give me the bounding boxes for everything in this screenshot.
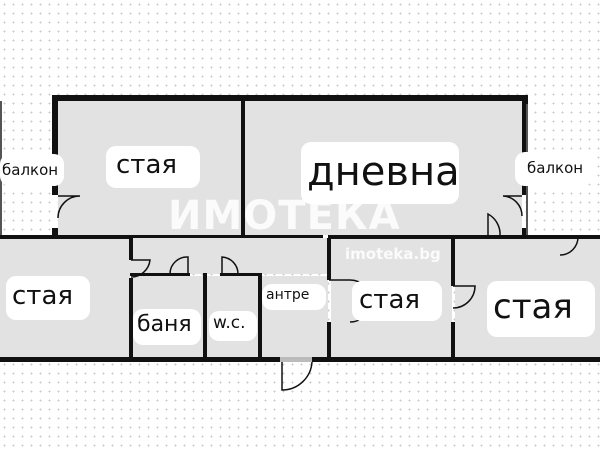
label-balcony-right: балкон	[527, 159, 584, 177]
label-toilet: w.c.	[213, 313, 246, 333]
watermark-site: imoteka.bg	[345, 245, 441, 263]
door-wc	[221, 256, 239, 275]
door-bath	[169, 256, 189, 275]
hall-corridor-area	[130, 238, 328, 274]
door-top-left-balcony	[57, 195, 81, 219]
door-right-balcony	[559, 236, 579, 256]
label-room-middle: стая	[359, 285, 421, 315]
entrance-threshold	[280, 357, 312, 362]
door-entrance	[281, 359, 313, 391]
label-balcony-left: балкон	[2, 161, 59, 179]
label-room-left: стая	[12, 281, 74, 311]
label-room-right: стая	[493, 287, 573, 327]
door-living-balcony	[502, 195, 523, 217]
door-left-room	[130, 259, 151, 278]
door-room-right	[452, 285, 476, 309]
door-living-top	[487, 212, 501, 237]
label-bathroom: баня	[137, 312, 192, 337]
label-living-room: дневна	[307, 149, 460, 195]
label-room-top-left: стая	[116, 150, 178, 180]
label-hallway: антре	[266, 287, 310, 303]
